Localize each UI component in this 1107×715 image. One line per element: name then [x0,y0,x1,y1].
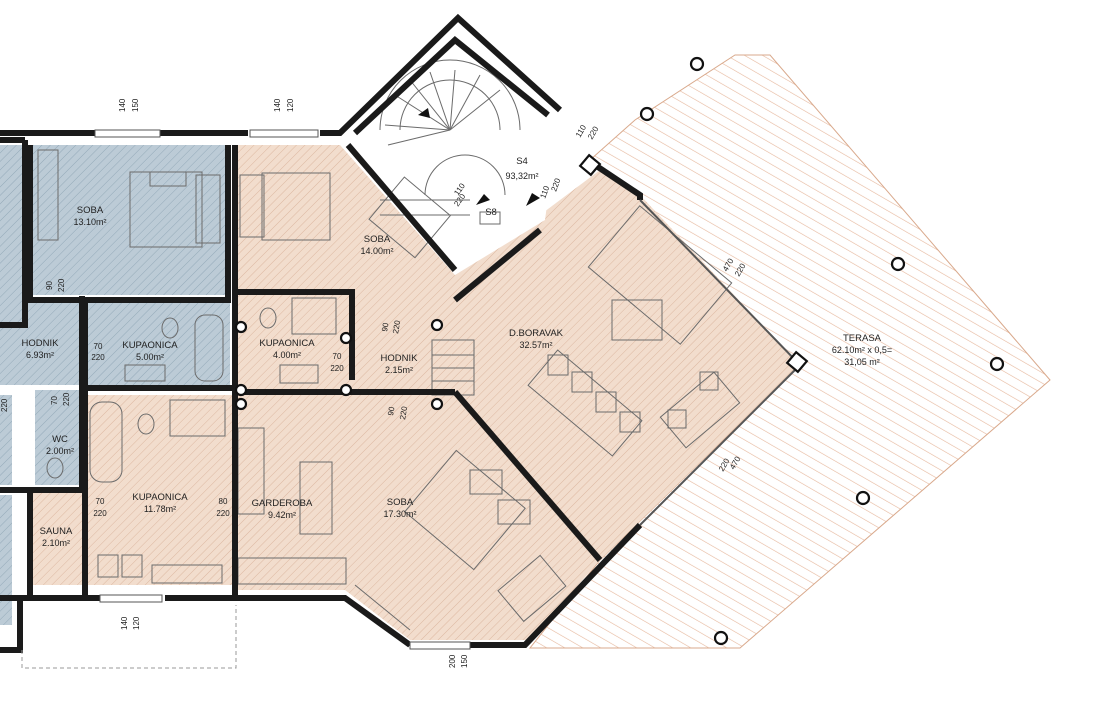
dim-label: 220 [586,124,601,141]
room-terasa-line2: 62.10m² x 0,5= [832,345,892,355]
dim-label: 120 [286,98,295,112]
warm-zone [30,145,800,640]
dim-label: 90 [380,321,391,332]
room-sauna-area: 2.10m² [42,538,70,548]
dim-label: 220 [62,392,71,406]
dim-label: 70 [94,342,103,351]
room-hodnik-mid-name: HODNIK [381,353,419,364]
dim-label: 70 [96,497,105,506]
interior-columns [234,318,444,411]
dim-label: 140 [120,616,129,630]
room-garderoba-area: 9.42m² [268,510,296,520]
room-wc-name: WC [52,434,68,445]
dim-label: 70 [50,396,59,405]
dim-label: 90 [45,281,54,290]
outline-dashed [21,605,237,669]
dim-label: 220 [391,319,402,334]
room-terasa-line3: 31,05 m² [844,357,880,367]
room-kupaonica-b-area: 11.78m² [144,504,176,514]
dim-label: 220 [0,398,9,412]
dim-label: 220 [93,509,107,518]
dim-label: 120 [132,616,141,630]
dim-label: 90 [386,405,397,416]
room-dnevni-name: D.BORAVAK [509,328,564,339]
room-garderoba-name: GARDEROBA [252,498,313,509]
room-soba-top-name: SOBA [364,234,391,245]
room-hodnik-left-area: 6.93m² [26,350,54,360]
cool-zone [0,145,230,625]
room-soba-top-area: 14.00m² [360,246,393,256]
stair-name: S4 [516,156,528,167]
dim-label: 220 [398,405,409,420]
room-dnevni-area: 32.57m² [519,340,552,350]
dim-label: 140 [118,98,127,112]
room-kupaonica-b-name: KUPAONICA [132,492,188,503]
dim-label: 110 [538,184,551,200]
furniture [37,149,741,631]
windows [94,129,809,650]
stair-tag: S8 [485,207,497,218]
terrace-columns [639,56,1005,646]
room-kupaonica-a-area: 5.00m² [136,352,164,362]
dim-label: 220 [57,278,66,292]
room-hodnik-left-name: HODNIK [22,338,60,349]
room-labels: SOBA 13.10m² HODNIK 6.93m² KUPAONICA 5.0… [22,156,893,548]
room-kupaonica-c-area: 4.00m² [273,350,301,360]
stair-area: 93,32m² [505,171,538,181]
room-soba-left-area: 13.10m² [73,217,106,227]
dim-label: 220 [330,364,344,373]
dim-label: 150 [131,98,140,112]
room-soba-bottom-area: 17.30m² [383,509,416,519]
dim-label: 220 [549,177,562,193]
dim-label: 200 [448,654,457,668]
room-soba-left-name: SOBA [77,205,104,216]
dim-label: 140 [273,98,282,112]
dim-label: 80 [219,497,228,506]
dim-label: 70 [333,352,342,361]
room-sauna-name: SAUNA [40,526,73,537]
room-wc-area: 2.00m² [46,446,74,456]
room-kupaonica-a-name: KUPAONICA [122,340,178,351]
room-terasa-name: TERASA [843,333,882,344]
room-kupaonica-c-name: KUPAONICA [259,338,315,349]
dim-label: 220 [216,509,230,518]
room-soba-bottom-name: SOBA [387,497,414,508]
walls [0,13,643,653]
dim-label: 150 [460,654,469,668]
dim-label: 220 [91,353,105,362]
room-hodnik-mid-area: 2.15m² [385,365,413,375]
